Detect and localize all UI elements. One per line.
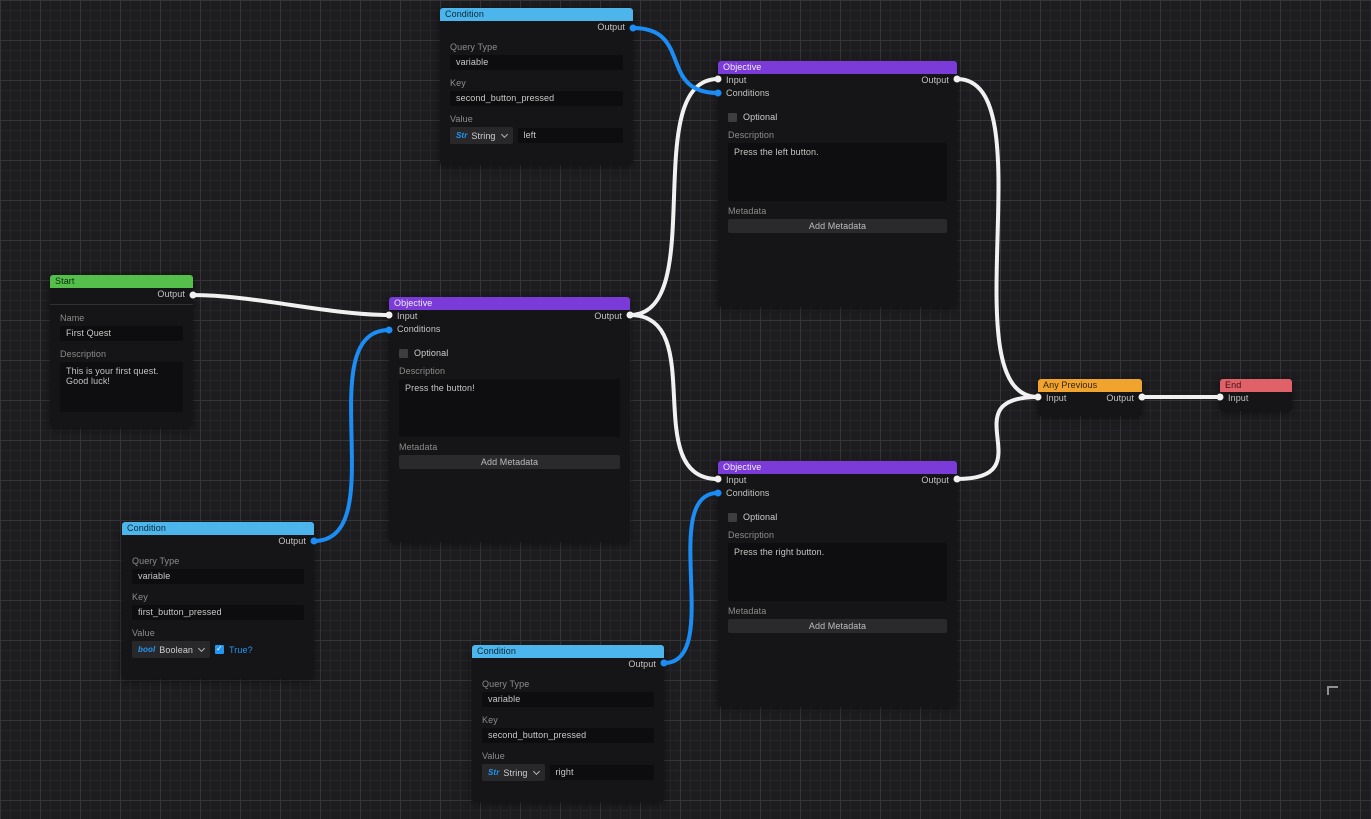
input-port-label[interactable]: Input xyxy=(397,311,418,321)
output-port-label[interactable]: Output xyxy=(597,22,625,32)
query-type-label: Query Type xyxy=(482,679,530,689)
optional-checkbox[interactable] xyxy=(399,348,408,358)
node-header[interactable]: End xyxy=(1220,379,1292,392)
input-port-label[interactable]: Input xyxy=(726,475,747,485)
output-port-label[interactable]: Output xyxy=(278,536,306,546)
key-label: Key xyxy=(132,592,148,602)
type-select[interactable]: bool Boolean xyxy=(132,641,211,658)
connection-objright-to-anyprevious[interactable] xyxy=(955,395,1040,481)
chevron-down-icon xyxy=(197,644,206,653)
type-select-value: Boolean xyxy=(159,644,194,655)
node-condition-bottom-left[interactable]: Condition Output Query Type variable Key… xyxy=(122,522,314,679)
type-select[interactable]: Str String xyxy=(482,764,545,781)
description-textarea[interactable]: Press the button! xyxy=(399,379,620,437)
connection-condbottom-to-objright-conditions[interactable] xyxy=(662,491,720,665)
chevron-down-icon xyxy=(500,130,508,139)
description-label: Description xyxy=(728,530,775,540)
description-label: Description xyxy=(728,130,775,140)
optional-checkbox[interactable] xyxy=(728,112,737,122)
optional-label: Optional xyxy=(414,348,449,358)
add-metadata-button[interactable]: Add Metadata xyxy=(728,619,947,633)
metadata-label: Metadata xyxy=(728,206,767,216)
output-port-label[interactable]: Output xyxy=(628,659,656,669)
true-checkbox[interactable] xyxy=(215,644,225,654)
chevron-down-icon xyxy=(532,767,540,776)
node-objective-right[interactable]: Objective Input Output Conditions Optiona… xyxy=(718,461,957,707)
type-select[interactable]: Str String xyxy=(450,127,513,144)
value-label: Value xyxy=(482,751,505,761)
key-label: Key xyxy=(482,715,498,725)
add-metadata-button[interactable]: Add Metadata xyxy=(399,455,620,469)
node-header[interactable]: Condition xyxy=(472,645,664,658)
node-objective-center[interactable]: Objective Input Output Conditions Optiona… xyxy=(389,297,630,542)
query-type-input[interactable]: variable xyxy=(132,569,304,584)
input-port-label[interactable]: Input xyxy=(1046,393,1067,403)
optional-label: Optional xyxy=(743,112,778,122)
node-start[interactable]: Start Output Name First Quest Descriptio… xyxy=(50,275,193,428)
node-header[interactable]: Start xyxy=(50,275,193,288)
key-input[interactable]: first_button_pressed xyxy=(132,605,304,620)
key-label: Key xyxy=(450,78,466,88)
metadata-label: Metadata xyxy=(399,442,438,452)
connection-objtop-to-anyprevious[interactable] xyxy=(955,77,1040,399)
name-label: Name xyxy=(60,313,85,323)
type-badge: Str xyxy=(456,131,468,140)
optional-label: Optional xyxy=(743,512,778,522)
true-label: True? xyxy=(229,644,253,655)
key-input[interactable]: second_button_pressed xyxy=(482,728,654,743)
node-header[interactable]: Condition xyxy=(122,522,314,535)
description-textarea[interactable]: Press the right button. xyxy=(728,543,947,601)
node-end[interactable]: End Input xyxy=(1220,379,1292,411)
node-objective-top-right[interactable]: Objective Input Output Conditions Optiona… xyxy=(718,61,957,307)
value-input[interactable]: left xyxy=(517,128,623,143)
name-input[interactable]: First Quest xyxy=(60,326,183,341)
selection-corner xyxy=(1327,686,1338,695)
conditions-port-label[interactable]: Conditions xyxy=(726,88,770,98)
node-header[interactable]: Any Previous xyxy=(1038,379,1142,392)
connection-condtop-to-objtop-conditions[interactable] xyxy=(631,26,720,95)
node-header[interactable]: Objective xyxy=(718,61,957,74)
output-port-label[interactable]: Output xyxy=(594,311,622,321)
optional-checkbox[interactable] xyxy=(728,512,737,522)
description-textarea[interactable]: This is your first quest. Good luck! xyxy=(60,362,183,412)
divider xyxy=(50,304,193,305)
add-metadata-button[interactable]: Add Metadata xyxy=(728,219,947,233)
query-type-input[interactable]: variable xyxy=(482,692,654,707)
node-condition-bottom-center[interactable]: Condition Output Query Type variable Key… xyxy=(472,645,664,802)
node-condition-top[interactable]: Condition Output Query Type variable Key… xyxy=(440,8,633,165)
type-badge: bool xyxy=(138,645,156,654)
node-header[interactable]: Condition xyxy=(440,8,633,21)
output-port-label[interactable]: Output xyxy=(921,475,949,485)
connection-objcenter-to-objright[interactable] xyxy=(628,313,720,481)
conditions-port-label[interactable]: Conditions xyxy=(726,488,770,498)
metadata-label: Metadata xyxy=(728,606,767,616)
value-label: Value xyxy=(450,114,473,124)
type-select-value: String xyxy=(503,767,528,778)
query-type-input[interactable]: variable xyxy=(450,55,623,70)
value-input[interactable]: right xyxy=(549,765,654,780)
value-label: Value xyxy=(132,628,155,638)
query-type-label: Query Type xyxy=(132,556,180,566)
node-header[interactable]: Objective xyxy=(389,297,630,310)
description-label: Description xyxy=(60,349,107,359)
type-select-value: String xyxy=(471,130,496,141)
key-input[interactable]: second_button_pressed xyxy=(450,91,623,106)
output-port-label[interactable]: Output xyxy=(921,75,949,85)
input-port-label[interactable]: Input xyxy=(1228,393,1249,403)
type-badge: Str xyxy=(488,768,500,777)
connection-objcenter-to-objtop[interactable] xyxy=(628,77,720,317)
connection-start-to-objective-center[interactable] xyxy=(191,293,391,317)
description-label: Description xyxy=(399,366,446,376)
output-port-label[interactable]: Output xyxy=(1106,393,1134,403)
connection-condleft-to-objcenter-conditions[interactable] xyxy=(312,328,391,543)
output-port-label[interactable]: Output xyxy=(157,289,185,299)
conditions-port-label[interactable]: Conditions xyxy=(397,324,441,334)
input-port-label[interactable]: Input xyxy=(726,75,747,85)
description-textarea[interactable]: Press the left button. xyxy=(728,143,947,201)
node-header[interactable]: Objective xyxy=(718,461,957,474)
node-any-previous[interactable]: Any Previous Input Output xyxy=(1038,379,1142,416)
query-type-label: Query Type xyxy=(450,42,498,52)
